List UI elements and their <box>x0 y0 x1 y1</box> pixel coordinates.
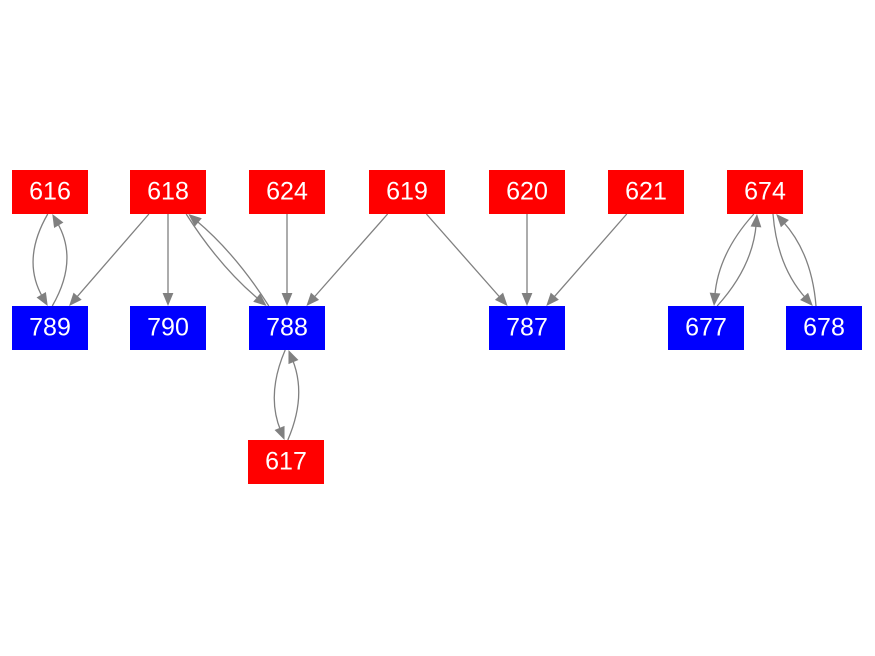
edge-layer <box>32 213 817 441</box>
edge-788-618 <box>195 219 270 307</box>
node-box-788[interactable] <box>249 306 325 350</box>
edge-677-674 <box>716 223 757 307</box>
node-box-618[interactable] <box>130 170 206 214</box>
node-621[interactable]: 621 <box>608 170 684 214</box>
node-box-624[interactable] <box>249 170 325 214</box>
edge-arrowhead <box>776 214 789 228</box>
edge-674-678 <box>772 213 807 300</box>
edge-618-788 <box>185 213 260 301</box>
edge-618-789 <box>75 213 150 299</box>
node-674[interactable]: 674 <box>727 170 803 214</box>
edge-arrowhead <box>162 293 174 306</box>
edge-arrowhead <box>253 293 267 306</box>
node-box-678[interactable] <box>786 306 862 350</box>
edge-arrowhead <box>288 350 299 365</box>
edge-arrowhead <box>546 292 559 306</box>
node-788[interactable]: 788 <box>249 306 325 350</box>
node-box-677[interactable] <box>668 306 744 350</box>
edge-arrowhead <box>800 292 813 306</box>
node-789[interactable]: 789 <box>12 306 88 350</box>
edge-619-787 <box>425 213 502 299</box>
node-787[interactable]: 787 <box>489 306 565 350</box>
node-box-619[interactable] <box>369 170 445 214</box>
node-box-789[interactable] <box>12 306 88 350</box>
edge-arrowhead <box>494 292 508 306</box>
edge-arrowhead <box>69 292 82 306</box>
edge-789-616 <box>51 222 68 307</box>
edge-678-674 <box>782 220 817 307</box>
edge-674-677 <box>714 213 755 297</box>
edge-arrowhead <box>274 425 285 440</box>
edge-788-617 <box>273 349 286 432</box>
node-617[interactable]: 617 <box>248 440 324 484</box>
node-618[interactable]: 618 <box>130 170 206 214</box>
edge-arrowhead <box>188 214 202 227</box>
edge-arrowhead <box>281 293 293 306</box>
node-616[interactable]: 616 <box>12 170 88 214</box>
node-677[interactable]: 677 <box>668 306 744 350</box>
node-box-620[interactable] <box>489 170 565 214</box>
edge-arrowhead <box>306 292 320 306</box>
edge-621-787 <box>552 213 628 299</box>
node-box-616[interactable] <box>12 170 88 214</box>
edge-arrowhead <box>521 293 533 306</box>
node-box-621[interactable] <box>608 170 684 214</box>
node-624[interactable]: 624 <box>249 170 325 214</box>
node-box-790[interactable] <box>130 306 206 350</box>
node-box-674[interactable] <box>727 170 803 214</box>
edge-arrowhead <box>36 292 48 306</box>
node-box-617[interactable] <box>248 440 324 484</box>
edge-arrowhead <box>52 214 64 228</box>
node-678[interactable]: 678 <box>786 306 862 350</box>
node-box-787[interactable] <box>489 306 565 350</box>
edge-619-788 <box>312 213 389 299</box>
edge-617-788 <box>287 358 300 441</box>
edge-616-789 <box>32 213 49 298</box>
node-620[interactable]: 620 <box>489 170 565 214</box>
node-layer: 616 618 624 619 620 621 674 789 790 788 787 677 678 6… <box>12 170 862 484</box>
edge-arrowhead <box>709 292 721 306</box>
edge-arrowhead <box>750 214 762 228</box>
node-619[interactable]: 619 <box>369 170 445 214</box>
node-790[interactable]: 790 <box>130 306 206 350</box>
